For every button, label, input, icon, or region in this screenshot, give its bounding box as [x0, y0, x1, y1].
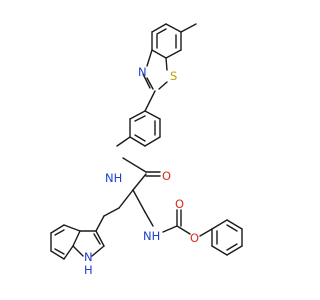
- indole-nitrogen-atom: N: [84, 250, 93, 264]
- molecule-canvas: S N NH O NH O O N H: [50, 23, 243, 277]
- indole-ring: [50, 215, 105, 260]
- phenylene-ring: [129, 90, 161, 147]
- carbonyl-oxygen-atom: O: [175, 197, 184, 211]
- sulfur-atom: S: [170, 69, 177, 83]
- amide-oxygen-atom: O: [162, 169, 171, 183]
- benzothiazole-benzene-ring: [151, 23, 182, 59]
- carbamate-nh-label: NH: [143, 229, 160, 243]
- amide-nh-label: NH: [105, 171, 122, 185]
- phenyl-ring: [211, 219, 243, 256]
- methyl-bond: [180, 23, 197, 33]
- amide-linkage: [116, 136, 161, 191]
- side-chain: [103, 189, 154, 227]
- atom-labels: S N NH O NH O O N H: [84, 65, 199, 277]
- thiazole-ring: [142, 49, 168, 90]
- molecule-structure: S N NH O NH O O N H: [50, 23, 243, 277]
- indole-hydrogen-label: H: [84, 263, 93, 277]
- carbamate-group: [162, 209, 213, 237]
- thiazole-nitrogen-atom: N: [138, 65, 147, 79]
- ester-oxygen-atom: O: [190, 231, 199, 245]
